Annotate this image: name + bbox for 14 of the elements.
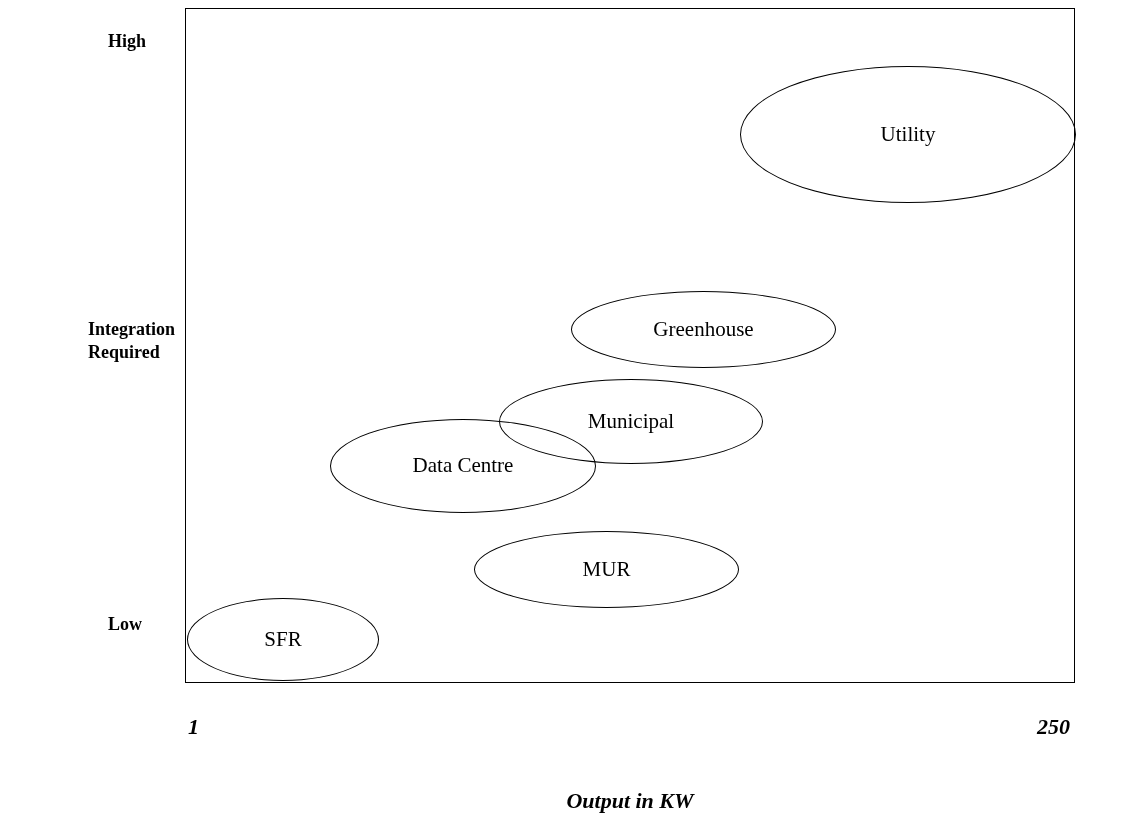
ellipse-label: Data Centre <box>412 454 514 478</box>
ellipse-label: SFR <box>264 627 302 652</box>
axis-label: Low <box>108 613 143 636</box>
axis-label: High <box>108 30 147 53</box>
axis-tick-label: 1 <box>188 714 200 740</box>
ellipse <box>187 598 379 681</box>
axis-tick-label: 250 <box>1035 714 1070 740</box>
ellipse-label: Municipal <box>587 409 675 434</box>
ellipse-label: Greenhouse <box>653 317 754 342</box>
axis-title: Output in KW <box>565 788 696 814</box>
axis-label: Integration Required <box>88 318 176 365</box>
ellipse-label: Utility <box>880 122 936 147</box>
ellipse-label: MUR <box>582 557 631 582</box>
chart-frame <box>185 8 1075 683</box>
